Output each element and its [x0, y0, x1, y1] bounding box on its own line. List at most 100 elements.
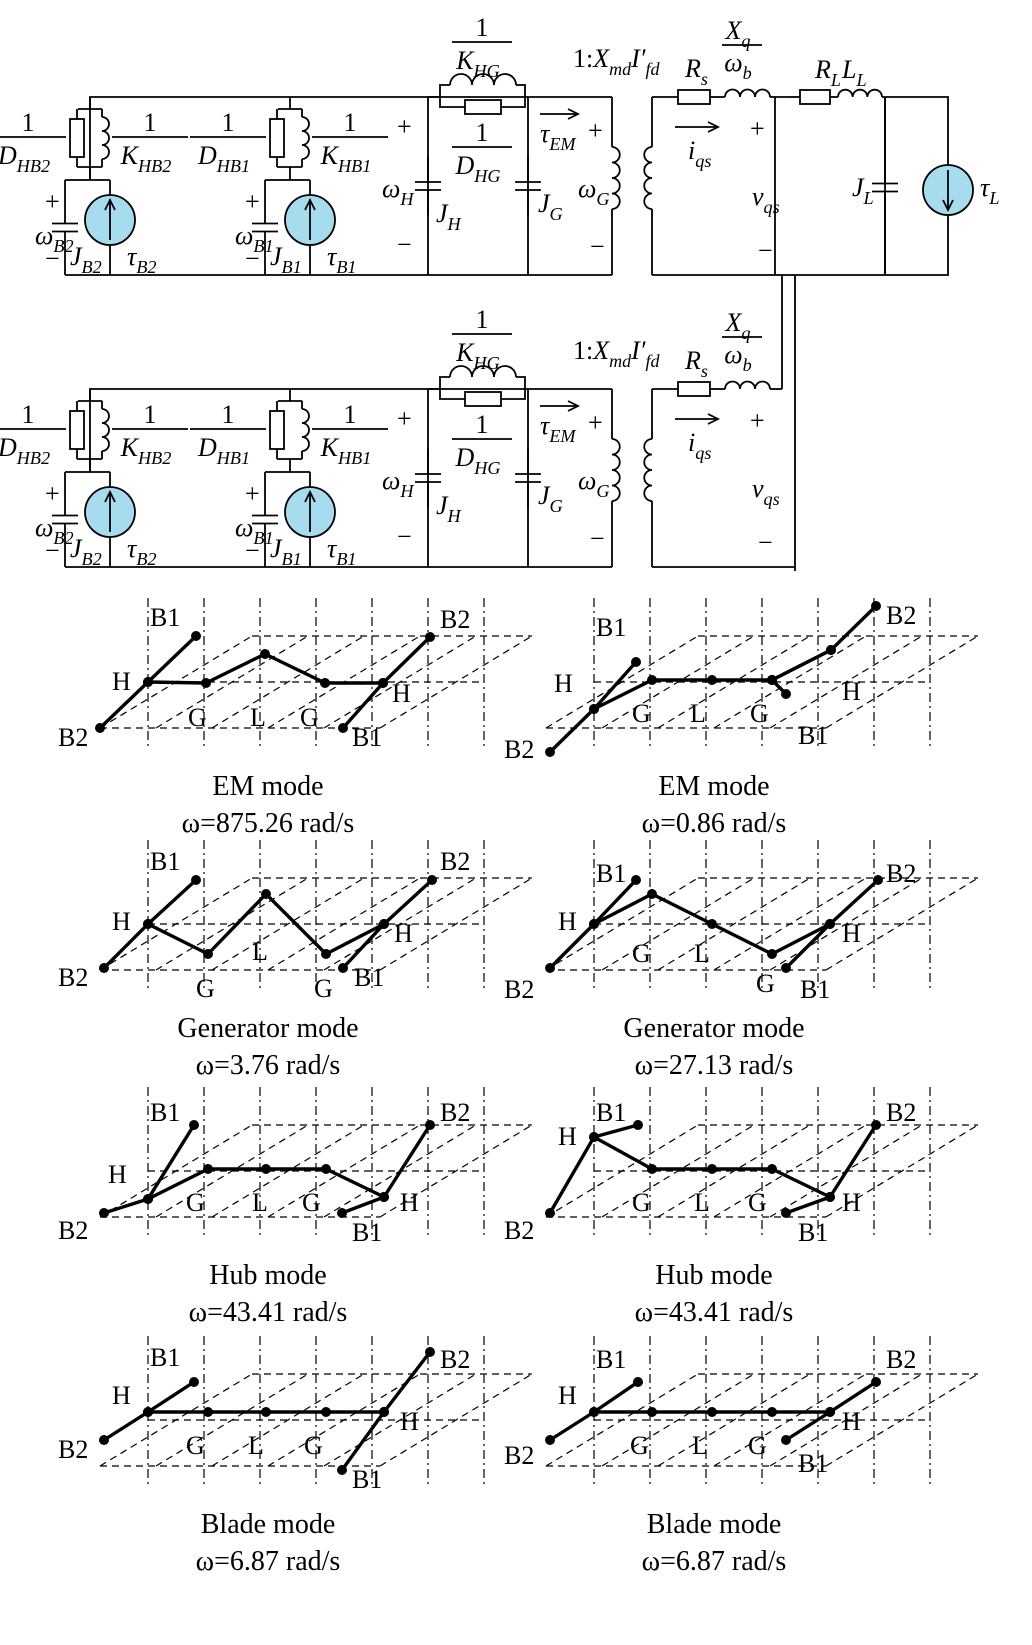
label-l: L	[694, 939, 710, 968]
blade-b2-damper	[69, 118, 85, 158]
blade-b2-speed-label: ωB2	[35, 221, 74, 256]
blade-b2-stiffness-label-one-main: 1	[144, 400, 157, 429]
label-b2-left-main: B2	[504, 735, 534, 764]
blade-b1-damping-label-one-main: 1	[222, 400, 235, 429]
mode-node-8	[871, 601, 881, 611]
grid-diagonal-4	[769, 1373, 923, 1467]
xfmr-secondary-coil	[643, 438, 653, 502]
mode-node-2	[189, 1120, 199, 1130]
label-b1-top-main: B1	[150, 1098, 180, 1127]
stator-voltage-label-main: v	[752, 182, 764, 211]
label-b1-top-main: B1	[596, 1345, 626, 1374]
mode-node-6	[321, 949, 331, 959]
hub-speed-label: ωH	[382, 174, 414, 209]
label-b1-top: B1	[596, 613, 626, 642]
label-b1-bottom: B1	[352, 1465, 382, 1494]
label-b1-top: B1	[150, 1343, 180, 1372]
label-g-left: G	[188, 703, 207, 732]
grid-left-edge	[99, 1124, 253, 1218]
mode-frequency: ω=875.26 rad/s	[182, 808, 355, 839]
blade-b1-damping-label-one: 1	[222, 400, 235, 429]
hg-lead-right	[516, 376, 526, 389]
label-g-right-main: G	[300, 703, 319, 732]
mode-frequency: ω=27.13 rad/s	[635, 1050, 794, 1081]
blade-b1-damping-label-den: DHB1	[197, 433, 250, 468]
label-b1-bottom-main: B1	[798, 1218, 828, 1247]
grid-right-edge	[379, 1373, 533, 1467]
blade-b1-plus-main: +	[245, 479, 260, 508]
label-l-main: L	[694, 1188, 710, 1217]
stator-plus: +	[750, 114, 765, 143]
blade-b1-plus-main: +	[245, 187, 260, 216]
hg-damper	[464, 391, 502, 407]
hg-stiffness-label-den-main: K	[455, 338, 475, 367]
mode-node-3	[589, 919, 599, 929]
label-b2-right: B2	[440, 605, 470, 634]
blade-b2-damping-label-den-sub: HB2	[16, 156, 50, 176]
label-b1-bottom-main: B1	[352, 1218, 382, 1247]
label-g-right-main: G	[756, 969, 775, 998]
blade-b1-inertia-label: JB1	[270, 534, 302, 569]
label-h-right-main: H	[392, 679, 411, 708]
blade-b2-stiffness-label-den-main: K	[120, 433, 140, 462]
mode-node-5	[261, 889, 271, 899]
mode-node-6	[320, 678, 330, 688]
label-b1-bottom-main: B1	[354, 963, 384, 992]
grid-right-edge	[379, 1124, 533, 1218]
hg-spring	[449, 73, 517, 86]
load-torque-label-main: τ	[980, 173, 991, 202]
mode-node-0	[99, 963, 109, 973]
mode-frequency: ω=0.86 rad/s	[642, 808, 787, 839]
blade-b2-speed-label-sub: B2	[53, 528, 73, 548]
load-inductor	[837, 88, 883, 98]
grid-diagonal-2	[211, 635, 365, 729]
blade-b1-plus: +	[245, 479, 260, 508]
hg-stiffness-label-den: KHG	[455, 338, 500, 373]
hub-minus-main: −	[397, 230, 412, 259]
label-g-right: G	[748, 1431, 767, 1460]
stator-resistor	[677, 381, 711, 397]
blade-b1-inertia-label-main: J	[270, 242, 283, 271]
blade-b1-stiffness-label-den-sub: HB1	[337, 448, 371, 468]
load-inductance-label-sub: L	[855, 70, 866, 90]
blade-b1-torque-source-arrow-head	[304, 489, 316, 503]
mode-node-3	[143, 919, 153, 929]
mode-node-5	[260, 649, 270, 659]
load-rail-top	[882, 96, 949, 165]
hg-damping-label-den-sub: HG	[473, 166, 500, 186]
mode-node-10	[338, 963, 348, 973]
mode-node-3	[589, 1132, 599, 1142]
label-h-left-main: H	[558, 1381, 577, 1410]
blade-b1-damper	[269, 410, 285, 450]
stator-resistance-label: Rs	[684, 346, 708, 381]
blade-b1-damping-label-den-sub: HB1	[216, 448, 250, 468]
label-b2-right-main: B2	[886, 1345, 916, 1374]
load-inertia-label-sub: L	[863, 188, 874, 208]
label-b1-top: B1	[596, 859, 626, 888]
grid-diagonal-4	[323, 877, 477, 971]
gen-inertia-label-sub: G	[550, 204, 563, 224]
label-h-right-main: H	[842, 677, 861, 706]
blade-b2-damping-label-den-main: D	[0, 433, 17, 462]
hg-damping-label-one: 1	[476, 118, 489, 147]
xfmr-ratio-label: 1:XmdI′fd	[573, 336, 660, 371]
mode-line-2	[785, 1195, 831, 1215]
hub-inertia-label-main: J	[436, 199, 449, 228]
gen-inertia-label-sub: G	[550, 496, 563, 516]
mode-name: Blade mode	[647, 1509, 782, 1540]
label-b1-bottom-main: B1	[352, 723, 382, 752]
grid-diagonal-4	[323, 1373, 477, 1467]
label-b1-bottom-main: B1	[800, 975, 830, 1004]
hg-damping-label-den: DHG	[454, 151, 500, 186]
label-b2-left: B2	[58, 723, 88, 752]
mode-name: EM mode	[212, 771, 323, 802]
grid-diagonal-1	[601, 635, 755, 729]
stator-current-arrow-head	[707, 413, 721, 425]
em-torque-label-sub: EM	[548, 426, 576, 446]
blade-b2-speed-label-sub: B2	[53, 236, 73, 256]
blade-b1-speed-label-sub: B1	[253, 528, 273, 548]
gen-plus: +	[588, 408, 603, 437]
